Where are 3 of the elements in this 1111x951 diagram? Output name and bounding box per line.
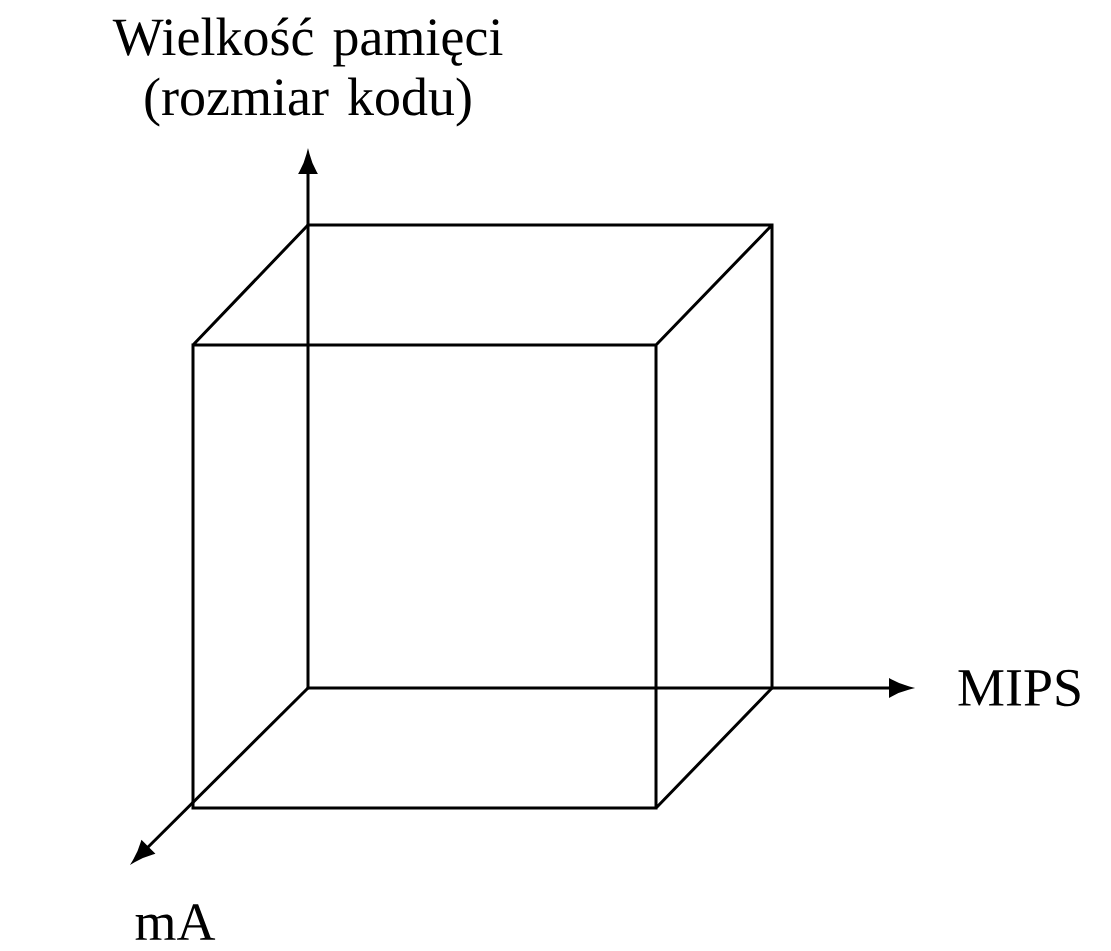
axis-label: mA — [135, 904, 216, 940]
axis-label: MIPS — [958, 669, 1080, 707]
axis-label: Wielkość pamięci (rozmiar kodu) — [112, 17, 503, 127]
